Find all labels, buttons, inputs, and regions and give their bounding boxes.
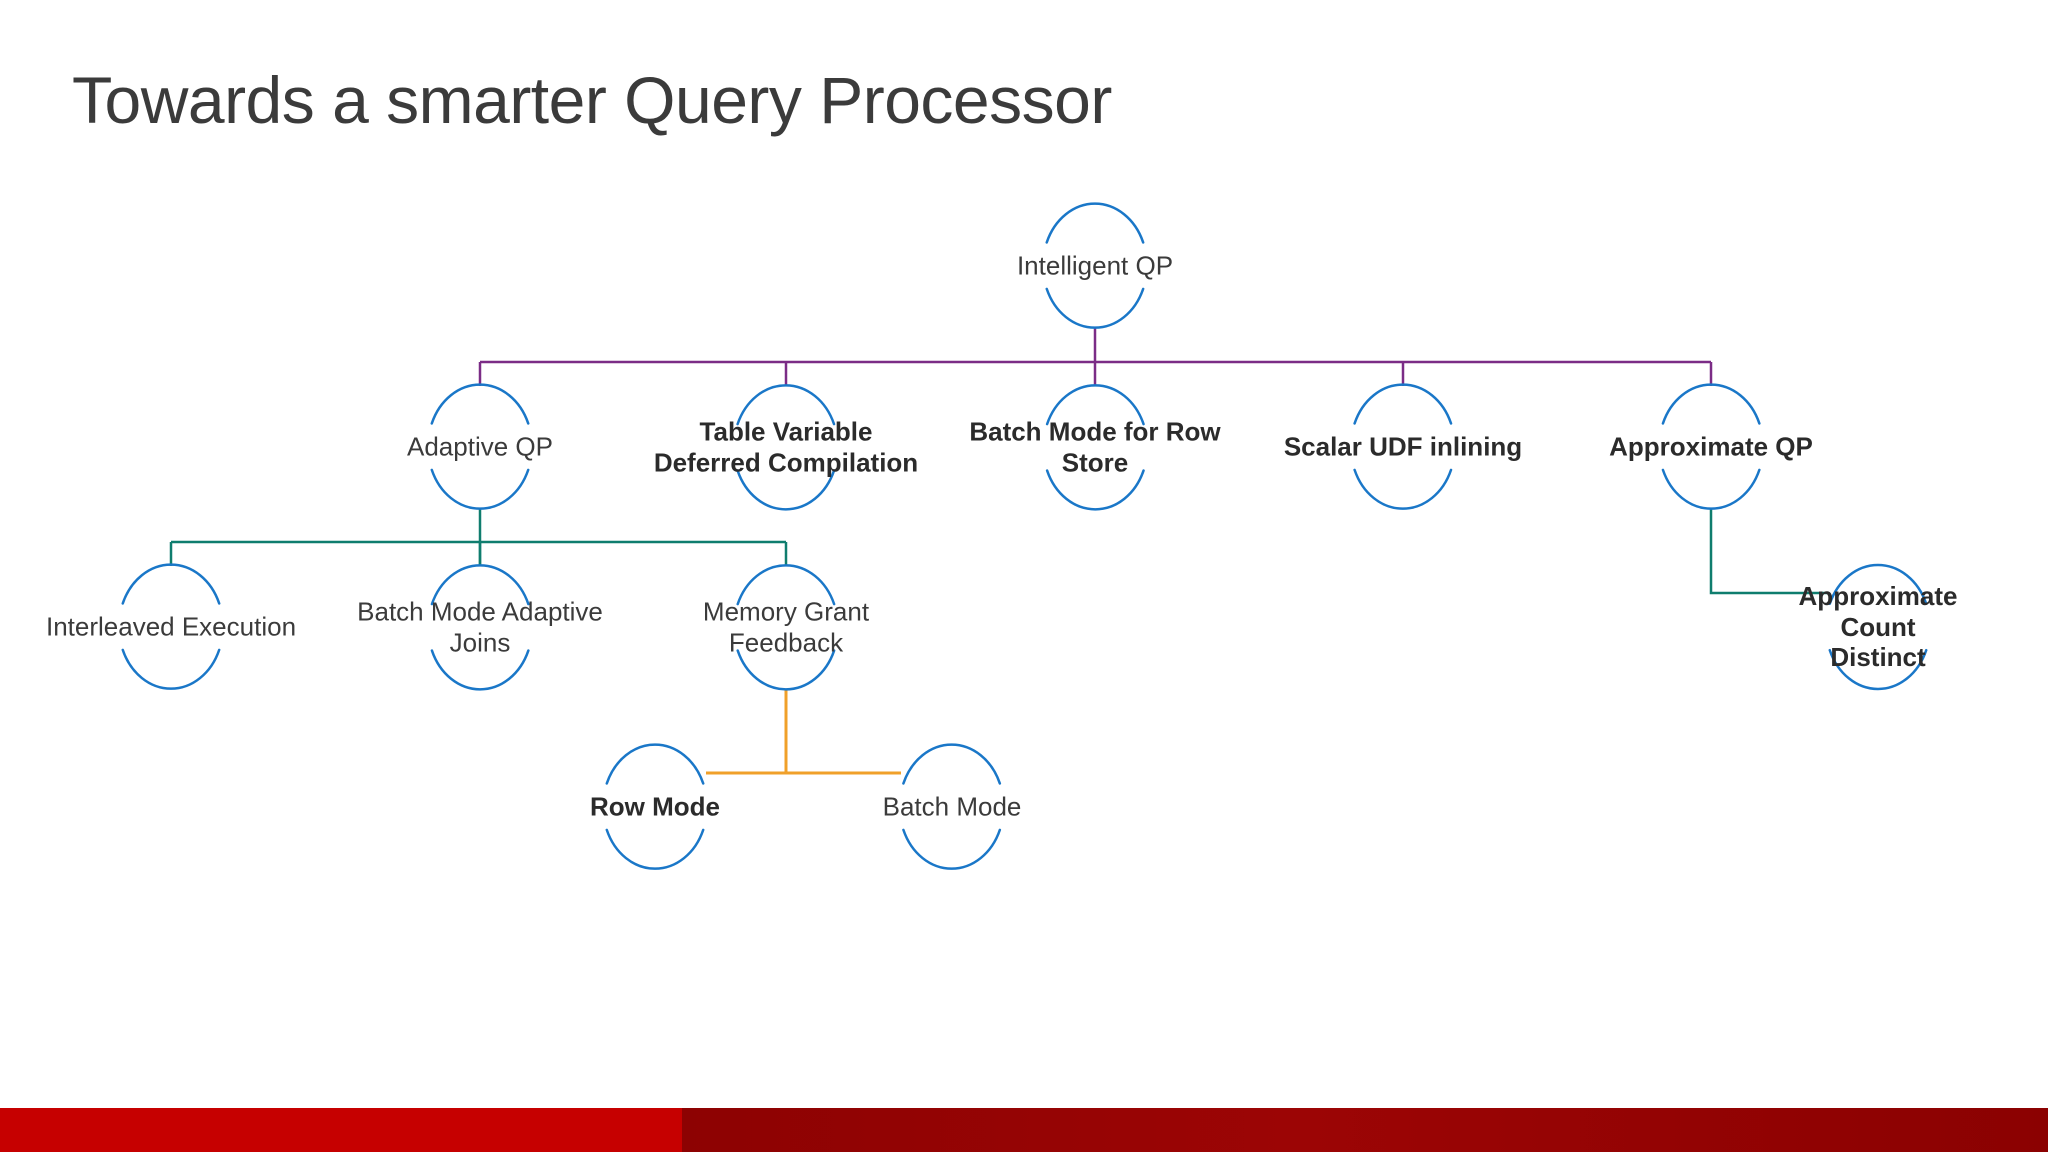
node-arc-bottom <box>605 828 705 871</box>
node-arc-bottom <box>902 828 1002 871</box>
node-arc-bottom <box>1661 468 1761 511</box>
node-adaptive-qp[interactable]: Adaptive QP <box>407 383 553 511</box>
node-batch-mode[interactable]: Batch Mode <box>882 743 1022 871</box>
node-label-approximate-count-distinct: Approximate Count Distinct <box>1798 580 1958 673</box>
node-label-intelligent-qp: Intelligent QP <box>1016 250 1174 281</box>
node-arc-top <box>1661 383 1761 426</box>
node-arc-top <box>430 383 530 426</box>
node-approximate-qp[interactable]: Approximate QP <box>1609 383 1813 511</box>
bottom-banner <box>0 1108 2048 1152</box>
node-label-row-mode: Row Mode <box>590 791 720 822</box>
node-arc-bottom <box>1353 468 1453 511</box>
node-arc-top <box>1045 202 1145 245</box>
node-batch-mode-adaptive-joins[interactable]: Batch Mode Adaptive Joins <box>357 563 603 691</box>
node-arc-bottom <box>430 468 530 511</box>
node-label-interleaved-execution: Interleaved Execution <box>45 611 297 642</box>
node-table-variable[interactable]: Table Variable Deferred Compilation <box>653 383 919 511</box>
node-arc-bottom <box>121 648 221 691</box>
node-intelligent-qp[interactable]: Intelligent QP <box>1016 202 1174 330</box>
node-arc-bottom <box>1045 287 1145 330</box>
node-label-memory-grant-feedback: Memory Grant Feedback <box>702 596 870 657</box>
node-arc-top <box>121 563 221 606</box>
bottom-banner-right-block <box>682 1108 2048 1152</box>
node-row-mode[interactable]: Row Mode <box>590 743 720 871</box>
node-arc-top <box>605 743 705 786</box>
page-title: Towards a smarter Query Processor <box>72 63 1112 137</box>
node-label-approximate-qp: Approximate QP <box>1609 431 1813 462</box>
node-label-batch-mode-row-store: Batch Mode for Row Store <box>969 416 1221 477</box>
node-interleaved-execution[interactable]: Interleaved Execution <box>45 563 297 691</box>
node-scalar-udf-inlining[interactable]: Scalar UDF inlining <box>1283 383 1523 511</box>
node-label-batch-mode: Batch Mode <box>882 791 1022 822</box>
node-batch-mode-row-store[interactable]: Batch Mode for Row Store <box>969 383 1221 511</box>
node-label-batch-mode-adaptive-joins: Batch Mode Adaptive Joins <box>357 596 603 657</box>
node-approximate-count-distinct[interactable]: Approximate Count Distinct <box>1793 563 1963 691</box>
node-label-adaptive-qp: Adaptive QP <box>407 431 553 462</box>
node-arc-top <box>1353 383 1453 426</box>
node-label-scalar-udf-inlining: Scalar UDF inlining <box>1283 431 1523 462</box>
bottom-banner-left-block <box>0 1108 682 1152</box>
node-arc-top <box>902 743 1002 786</box>
node-label-table-variable: Table Variable Deferred Compilation <box>653 416 919 477</box>
node-memory-grant-feedback[interactable]: Memory Grant Feedback <box>702 563 870 691</box>
